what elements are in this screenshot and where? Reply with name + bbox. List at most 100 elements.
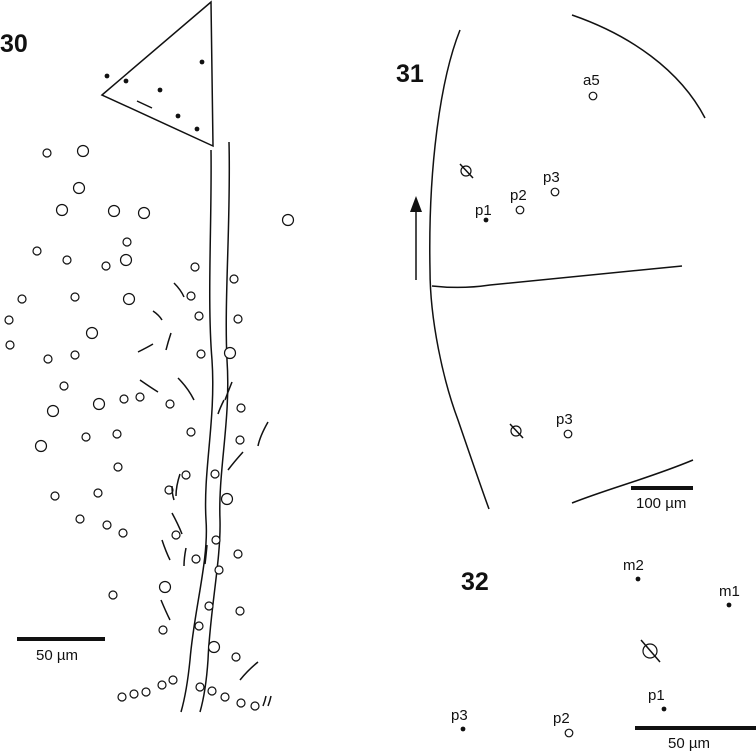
seta-socket (59, 381, 69, 391)
fig31-segment-border (431, 265, 683, 289)
fig32-seta-p2: p2 (553, 710, 574, 738)
figure-30: 30 (0, 0, 295, 713)
seta-socket (250, 701, 260, 711)
seta-socket (171, 530, 181, 540)
seta-socket (231, 652, 241, 662)
svg-text:m1: m1 (719, 583, 740, 600)
seta-socket (129, 689, 139, 699)
fig31-seta-p3-upper: p3 (543, 169, 560, 197)
fig31-seta-p3-lower: p3 (556, 411, 573, 439)
seta-socket (118, 528, 128, 538)
seta-socket (75, 514, 85, 524)
triangle-stroke (136, 100, 153, 109)
seta-socket (108, 590, 118, 600)
midline-left (180, 149, 214, 713)
svg-text:p1: p1 (475, 202, 492, 219)
seta-socket (195, 682, 205, 692)
seta-socket (81, 432, 91, 442)
seta-socket (158, 625, 168, 635)
fig31-scale-label: 100 µm (636, 495, 686, 512)
seta-socket (204, 601, 214, 611)
seta-socket (62, 255, 72, 265)
fig31-top-arc (571, 14, 706, 119)
fig31-seta-p1: p1 (475, 202, 492, 223)
seta-socket (207, 640, 221, 654)
triangle-dots (104, 59, 205, 132)
seta-socket (85, 326, 99, 340)
seta-socket (281, 213, 295, 227)
svg-text:p2: p2 (510, 187, 527, 204)
seta-socket (46, 404, 60, 418)
seta-socket (50, 491, 60, 501)
seta-socket (158, 580, 172, 594)
figure-32-number: 32 (461, 568, 489, 596)
seta-socket (137, 206, 151, 220)
fig32-seta-p3: p3 (451, 707, 468, 732)
seta-socket (207, 686, 217, 696)
seta-socket (186, 427, 196, 437)
seta-socket (210, 469, 220, 479)
figure-31: 31 a5 p1 p2 (396, 14, 706, 512)
seta-socket (220, 692, 230, 702)
seta-socket (229, 274, 239, 284)
seta-socket (186, 291, 196, 301)
seta-socket (101, 261, 111, 271)
seta-socket (168, 675, 178, 685)
seta-socket (102, 520, 112, 530)
fig31-seta-a5: a5 (583, 72, 600, 101)
seta-socket (42, 148, 52, 158)
seta-socket (135, 392, 145, 402)
svg-text:p1: p1 (648, 687, 665, 704)
seta-socket (122, 292, 136, 306)
seta-socket (165, 399, 175, 409)
seta-socket (191, 554, 201, 564)
seta-socket (92, 397, 106, 411)
figure-32: 32 m2 m1 p1 p3 p2 50 µm (451, 557, 756, 752)
svg-text:p2: p2 (553, 710, 570, 727)
seta-socket (220, 492, 234, 506)
seta-socket (119, 253, 133, 267)
midline-right (199, 141, 231, 713)
seta-socket (214, 565, 224, 575)
seta-socket (119, 394, 129, 404)
seta-socket (196, 349, 206, 359)
seta-socket (34, 439, 48, 453)
svg-text:a5: a5 (583, 72, 600, 89)
fig32-seta-m2: m2 (623, 557, 644, 582)
orientation-arrow (410, 196, 422, 280)
fig31-left-margin (429, 29, 490, 510)
fig32-scale-label: 50 µm (668, 735, 710, 752)
seta-socket (17, 294, 27, 304)
figure-30-number: 30 (0, 30, 28, 58)
fig31-pseudopore (509, 423, 524, 439)
seta-socket (235, 606, 245, 616)
svg-text:p3: p3 (556, 411, 573, 428)
seta-socket (194, 621, 204, 631)
seta-socket (190, 262, 200, 272)
fig31-pseudopore (459, 163, 474, 179)
svg-text:m2: m2 (623, 557, 644, 574)
svg-text:p3: p3 (451, 707, 468, 724)
seta-socket (107, 204, 121, 218)
seta-socket (223, 346, 237, 360)
fig32-seta-p1: p1 (648, 687, 667, 712)
seta-socket (233, 549, 243, 559)
fig30-seta-sockets (4, 144, 295, 711)
seta-socket (211, 535, 221, 545)
triangle-outline (100, 0, 214, 148)
svg-text:p3: p3 (543, 169, 560, 186)
seta-socket (70, 350, 80, 360)
seta-socket (236, 698, 246, 708)
seta-socket (194, 311, 204, 321)
seta-socket (5, 340, 15, 350)
figure-31-number: 31 (396, 60, 424, 88)
seta-socket (76, 144, 90, 158)
seta-socket (157, 680, 167, 690)
seta-socket (122, 237, 132, 247)
seta-socket (112, 429, 122, 439)
seta-socket (236, 403, 246, 413)
seta-socket (4, 315, 14, 325)
fig32-seta-m1: m1 (719, 583, 740, 608)
seta-socket (181, 470, 191, 480)
